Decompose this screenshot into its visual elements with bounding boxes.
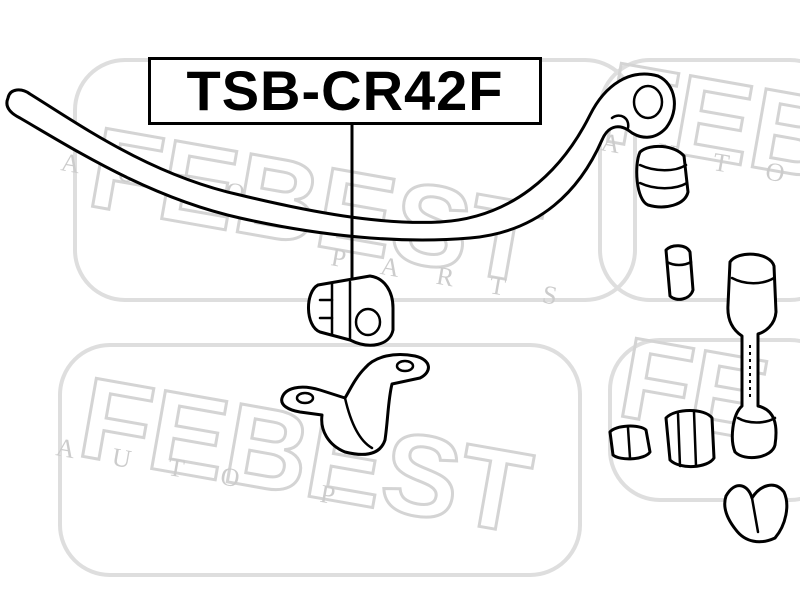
bushing-small-left-line	[626, 426, 632, 460]
end-bushing-groove-1	[638, 163, 688, 172]
bushing-bracket	[280, 353, 430, 456]
link-lower-ring	[736, 416, 777, 424]
link-upper-ring	[730, 276, 776, 285]
retaining-clip	[723, 483, 789, 544]
end-bushing-upper	[635, 144, 690, 209]
part-number-label: TSB-CR42F	[148, 57, 542, 125]
bushing-bore	[354, 307, 382, 337]
bushing-small-right	[664, 409, 716, 468]
bushing-small-right-grooves	[676, 410, 698, 468]
stabilizer-bushing	[307, 274, 395, 347]
watermark-frame-bottom	[58, 343, 582, 577]
spacer-sleeve-ring	[665, 260, 693, 267]
part-number-text: TSB-CR42F	[186, 59, 504, 122]
bracket-bolt-hole-left	[295, 391, 315, 405]
bushing-small-left	[608, 424, 652, 461]
end-bushing-groove-2	[638, 181, 689, 190]
bar-end-detail	[610, 114, 630, 130]
stabilizer-bar	[5, 72, 676, 242]
bracket-fold	[343, 396, 374, 450]
bar-end-eye	[632, 84, 664, 120]
stabilizer-link	[726, 252, 778, 460]
bracket-bolt-hole-right	[395, 359, 415, 373]
watermark-frame-right-top	[598, 58, 800, 302]
bushing-rib	[318, 298, 334, 320]
spacer-sleeve	[664, 244, 695, 301]
retaining-clip-split	[750, 496, 760, 534]
